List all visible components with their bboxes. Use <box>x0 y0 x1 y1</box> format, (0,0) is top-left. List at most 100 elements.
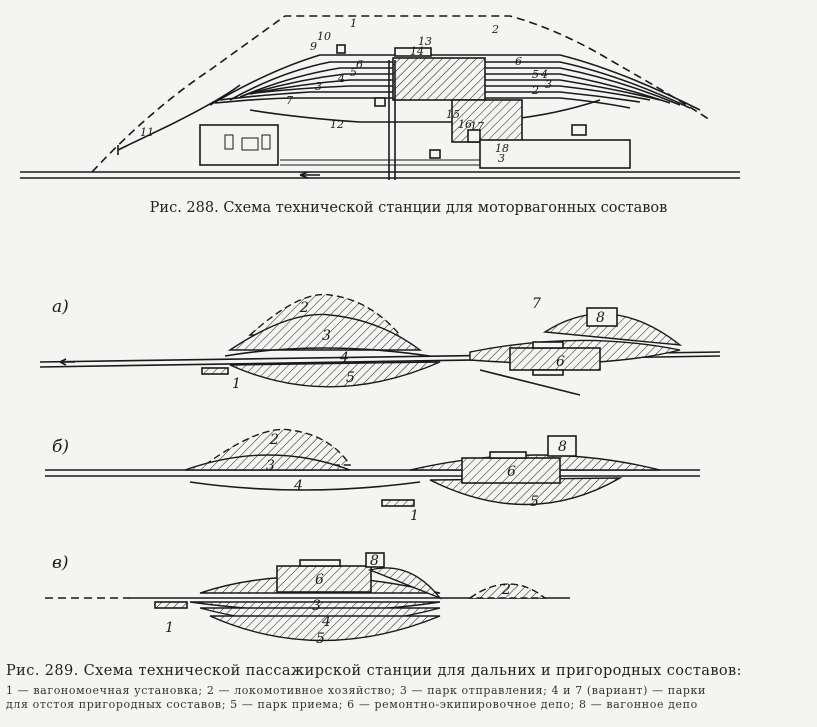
fig288-building-left-window-1 <box>224 134 234 150</box>
fig289-a-depot-6-bottom <box>532 369 564 376</box>
fig289-v-label-4: 4 <box>321 614 331 630</box>
fig289-variant-v: в) 1 2 3 4 5 6 8 <box>45 552 570 647</box>
fig288-label-16: 16 <box>458 118 472 131</box>
fig288-building-left <box>199 124 279 166</box>
fig288-small-building <box>571 124 587 136</box>
fig288-block-13 <box>394 47 432 57</box>
fig288-label-6: 6 <box>356 58 363 71</box>
fig289-v-park-5 <box>209 615 441 642</box>
fig289-a-label-6: 6 <box>556 354 565 370</box>
fig289-a-depot-6 <box>509 347 601 371</box>
fig288-building-left-window-2 <box>241 137 259 151</box>
fig289-b-label-6: 6 <box>507 464 516 480</box>
fig289-b-label-2: 2 <box>269 432 279 448</box>
fig289-b-tag: б) <box>52 437 69 457</box>
fig289-a-label-5: 5 <box>346 370 355 386</box>
fig289-b-label-5: 5 <box>530 494 539 510</box>
fig288-label-3b: 3 <box>545 78 552 91</box>
fig289-v-tag: в) <box>52 553 69 573</box>
fig289-a-tag: а) <box>52 297 69 317</box>
fig288-track-9 <box>229 61 691 109</box>
fig289-b-depot-8 <box>547 435 577 457</box>
fig288-label-3c: 3 <box>498 152 505 165</box>
fig289-v-label-2: 2 <box>501 582 511 598</box>
fig289-a-label-1: 1 <box>232 376 241 392</box>
fig288-label-1: 1 <box>350 17 357 30</box>
fig288-boundary <box>91 15 711 173</box>
fig288-yard-right <box>479 139 631 169</box>
fig288-label-4b: 4 <box>540 68 548 81</box>
fig289-b-depot-6 <box>461 457 561 484</box>
fig289-a-label-3: 3 <box>322 328 331 344</box>
fig289-v-label-6: 6 <box>315 572 324 588</box>
fig289-a-depot-8 <box>586 307 618 327</box>
fig288-label-12: 12 <box>330 118 344 131</box>
fig289-legend-line-1: 1 — вагономоечная установка; 2 — локомот… <box>6 684 706 697</box>
fig288-direction-arrow <box>299 171 320 179</box>
fig288-small-block <box>374 97 386 107</box>
fig289-b-washer-1 <box>381 499 415 507</box>
fig288-track-2 <box>219 91 641 103</box>
fig289-v-label-8: 8 <box>370 553 379 569</box>
fig289-a-arrow <box>59 358 75 366</box>
fig288-label-17: 17 <box>470 120 484 133</box>
fig289-legend-line-2: для отстоя пригородных составов; 5 — пар… <box>6 698 698 711</box>
fig288-track-6 <box>239 67 681 106</box>
fig288-track-1 <box>209 54 701 111</box>
fig288-label-6b: 6 <box>515 55 522 68</box>
fig289-a-label-2: 2 <box>299 300 309 316</box>
fig288-building-left-window-3 <box>261 134 271 150</box>
fig288-caption: Рис. 288. Схема технической станции для … <box>149 200 668 216</box>
fig288-label-9: 9 <box>310 40 317 53</box>
fig288-label-5: 5 <box>350 66 357 79</box>
fig289-a-park-3 <box>227 313 423 351</box>
fig288-label-2: 2 <box>491 23 499 36</box>
fig288-label-7: 7 <box>286 94 293 107</box>
fig289-a-label-7: 7 <box>532 296 541 312</box>
fig288-label-3: 3 <box>315 80 322 93</box>
fig289-b-label-4: 4 <box>293 478 303 494</box>
fig288-small-block-2 <box>429 149 441 159</box>
fig288-station-scheme: 1 2 3 4 5 6 7 9 10 11 12 13 14 15 16 17 … <box>20 15 740 180</box>
fig289-a-park-4 <box>224 347 431 357</box>
fig289-b-park-3 <box>184 454 351 471</box>
fig288-label-11: 11 <box>140 126 154 139</box>
fig288-track-11 <box>117 84 241 151</box>
fig288-label-13: 13 <box>418 35 432 48</box>
fig289-a-siding <box>479 369 581 396</box>
fig288-label-18: 18 <box>495 142 509 155</box>
fig289-a-label-8: 8 <box>596 310 605 326</box>
fig289-a-depot-6-top <box>532 341 564 349</box>
fig289-a-park-5 <box>229 361 441 388</box>
fig289-a-washer-1 <box>201 367 229 375</box>
fig289-b-label-8: 8 <box>558 439 567 455</box>
fig289-a-label-4: 4 <box>339 350 349 366</box>
fig288-label-10: 10 <box>317 30 331 43</box>
fig289-b-label-1: 1 <box>410 508 419 524</box>
fig289-legend: 1 — вагономоечная установка; 2 — локомот… <box>6 684 811 712</box>
fig288-block-1 <box>336 44 346 54</box>
fig289-v-washer-1 <box>154 601 188 609</box>
fig289-v-label-1: 1 <box>165 620 174 636</box>
fig288-label-5b: 5 <box>532 68 539 81</box>
fig289-v-depot-6-top <box>299 559 341 567</box>
fig288-depot-2 <box>392 57 486 101</box>
fig289-b-park-5 <box>429 477 623 506</box>
fig289-v-park-2 <box>467 583 547 599</box>
fig288-track-7 <box>214 97 631 109</box>
fig289-b-label-3: 3 <box>266 458 275 474</box>
fig288-label-14: 14 <box>410 45 424 58</box>
fig289-v-depot-8-area <box>367 567 443 600</box>
fig289-variant-a: а) 1 2 3 4 5 6 7 8 <box>39 293 721 396</box>
fig289-v-label-3: 3 <box>312 598 321 614</box>
fig289-v-depot-8 <box>365 552 385 568</box>
fig289-b-park-4 <box>189 481 421 491</box>
fig289-v-depot-6 <box>276 565 372 593</box>
fig288-label-15: 15 <box>446 108 460 121</box>
fig289-v-label-5: 5 <box>316 631 325 647</box>
fig288-track-12 <box>249 99 601 123</box>
fig288-label-4: 4 <box>337 72 345 85</box>
fig289-variant-b: б) 1 2 3 4 5 6 8 <box>45 428 700 524</box>
fig289-caption: Рис. 289. Схема технической пассажирской… <box>6 663 742 679</box>
